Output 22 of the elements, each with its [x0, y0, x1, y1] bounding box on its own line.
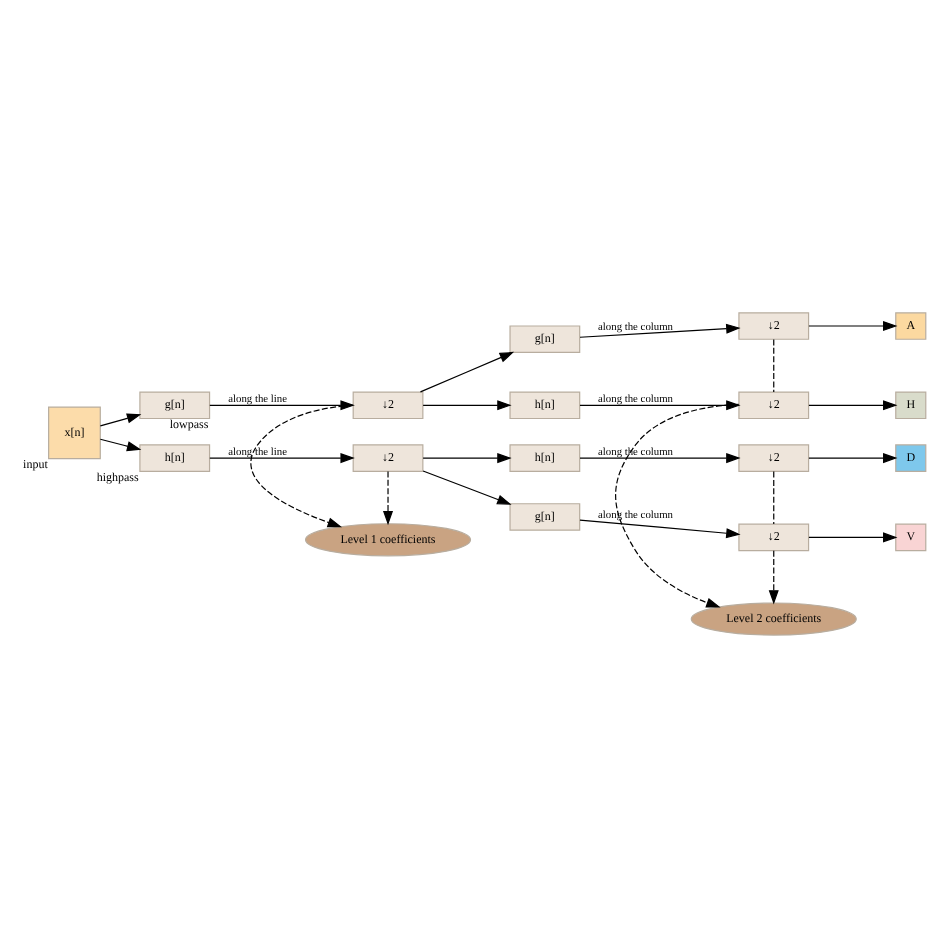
arrow [579, 453, 741, 464]
connector [773, 470, 775, 525]
arrow [808, 453, 898, 464]
arrow [209, 453, 355, 464]
arrow [99, 413, 142, 427]
arrow [808, 320, 898, 332]
arrow [579, 400, 741, 411]
arrow [99, 438, 142, 452]
connector [773, 338, 775, 393]
arrow [382, 470, 394, 526]
arrow [579, 323, 741, 338]
arrow [579, 519, 741, 539]
arrow [422, 470, 512, 505]
arrow [808, 532, 898, 543]
arrow [808, 400, 898, 411]
arrow [615, 403, 740, 608]
arrow [250, 404, 354, 528]
arrow [422, 400, 512, 411]
arrow [768, 550, 779, 605]
arrow [422, 453, 512, 464]
arrow [419, 351, 515, 393]
arrow [209, 400, 355, 411]
